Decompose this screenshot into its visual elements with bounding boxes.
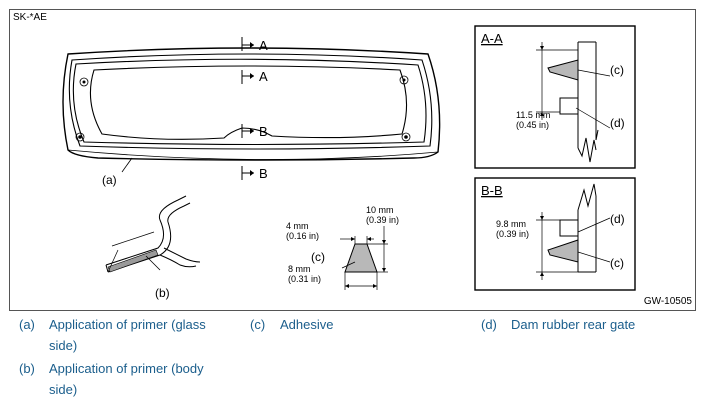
section-aa-callout-d: (d) (610, 116, 625, 130)
body-flange-drawing (105, 195, 201, 273)
diagram-figure: SK-*AE (9, 9, 696, 311)
leader-line-b (145, 255, 161, 271)
legend: (a) Application of primer (glass side) (… (9, 314, 699, 402)
section-aa-panel: A-A 11.5 mm (0.45 in) (474, 25, 636, 169)
section-mark-a-bottom: A (259, 69, 268, 84)
legend-key-c: (c) (250, 317, 266, 332)
legend-item-d: (d) Dam rubber rear gate (481, 314, 691, 335)
legend-key-a: (a) (19, 317, 35, 332)
legend-text-d: Dam rubber rear gate (511, 317, 636, 332)
section-bb-callout-d: (d) (610, 212, 625, 226)
section-mark-b-bottom: B (259, 166, 268, 181)
legend-item-a: (a) Application of primer (glass side) (19, 314, 234, 356)
bead-base-mm: 8 mm (288, 264, 311, 274)
bead-top-in: (0.16 in) (286, 231, 319, 241)
diagram-canvas: A A B B (a) (b) (62, 25, 636, 300)
legend-text-b: Application of primer (body side) (49, 361, 204, 397)
legend-text-c: Adhesive (280, 317, 334, 332)
model-code-label: SK-*AE (13, 12, 47, 23)
legend-text-a: Application of primer (glass side) (49, 317, 206, 353)
section-aa-title: A-A (481, 31, 503, 46)
section-aa-callout-c: (c) (610, 63, 624, 77)
bead-height-mm: 10 mm (366, 205, 394, 215)
legend-item-c: (c) Adhesive (250, 314, 450, 335)
primer-strip-body (107, 249, 159, 273)
bead-base-in: (0.31 in) (288, 274, 321, 284)
section-mark-a-top: A (259, 38, 268, 53)
legend-item-b: (b) Application of primer (body side) (19, 358, 234, 400)
rear-glass-drawing (62, 47, 441, 161)
section-bb-title: B-B (481, 183, 503, 198)
bead-height-in: (0.39 in) (366, 215, 399, 225)
callout-a: (a) (102, 173, 117, 187)
legend-key-d: (d) (481, 317, 497, 332)
legend-key-b: (b) (19, 361, 35, 376)
leader-line-a (121, 157, 133, 173)
section-bb-callout-c: (c) (610, 256, 624, 270)
section-aa-dim-mm: 11.5 mm (516, 110, 550, 120)
bead-top-mm: 4 mm (286, 221, 309, 231)
adhesive-bead-profile (340, 226, 388, 290)
figure-id-label: GW-10505 (643, 296, 692, 307)
section-cut-marks (241, 37, 254, 180)
section-mark-b-top: B (259, 124, 268, 139)
callout-c-bead: (c) (311, 250, 325, 264)
section-bb-dim-mm: 9.8 mm (496, 219, 526, 229)
callout-b: (b) (155, 286, 170, 300)
section-aa-dim-in: (0.45 in) (516, 120, 549, 130)
section-bb-panel: B-B 9.8 mm (0.39 in) (d) (474, 177, 636, 291)
section-bb-dim-in: (0.39 in) (496, 229, 529, 239)
